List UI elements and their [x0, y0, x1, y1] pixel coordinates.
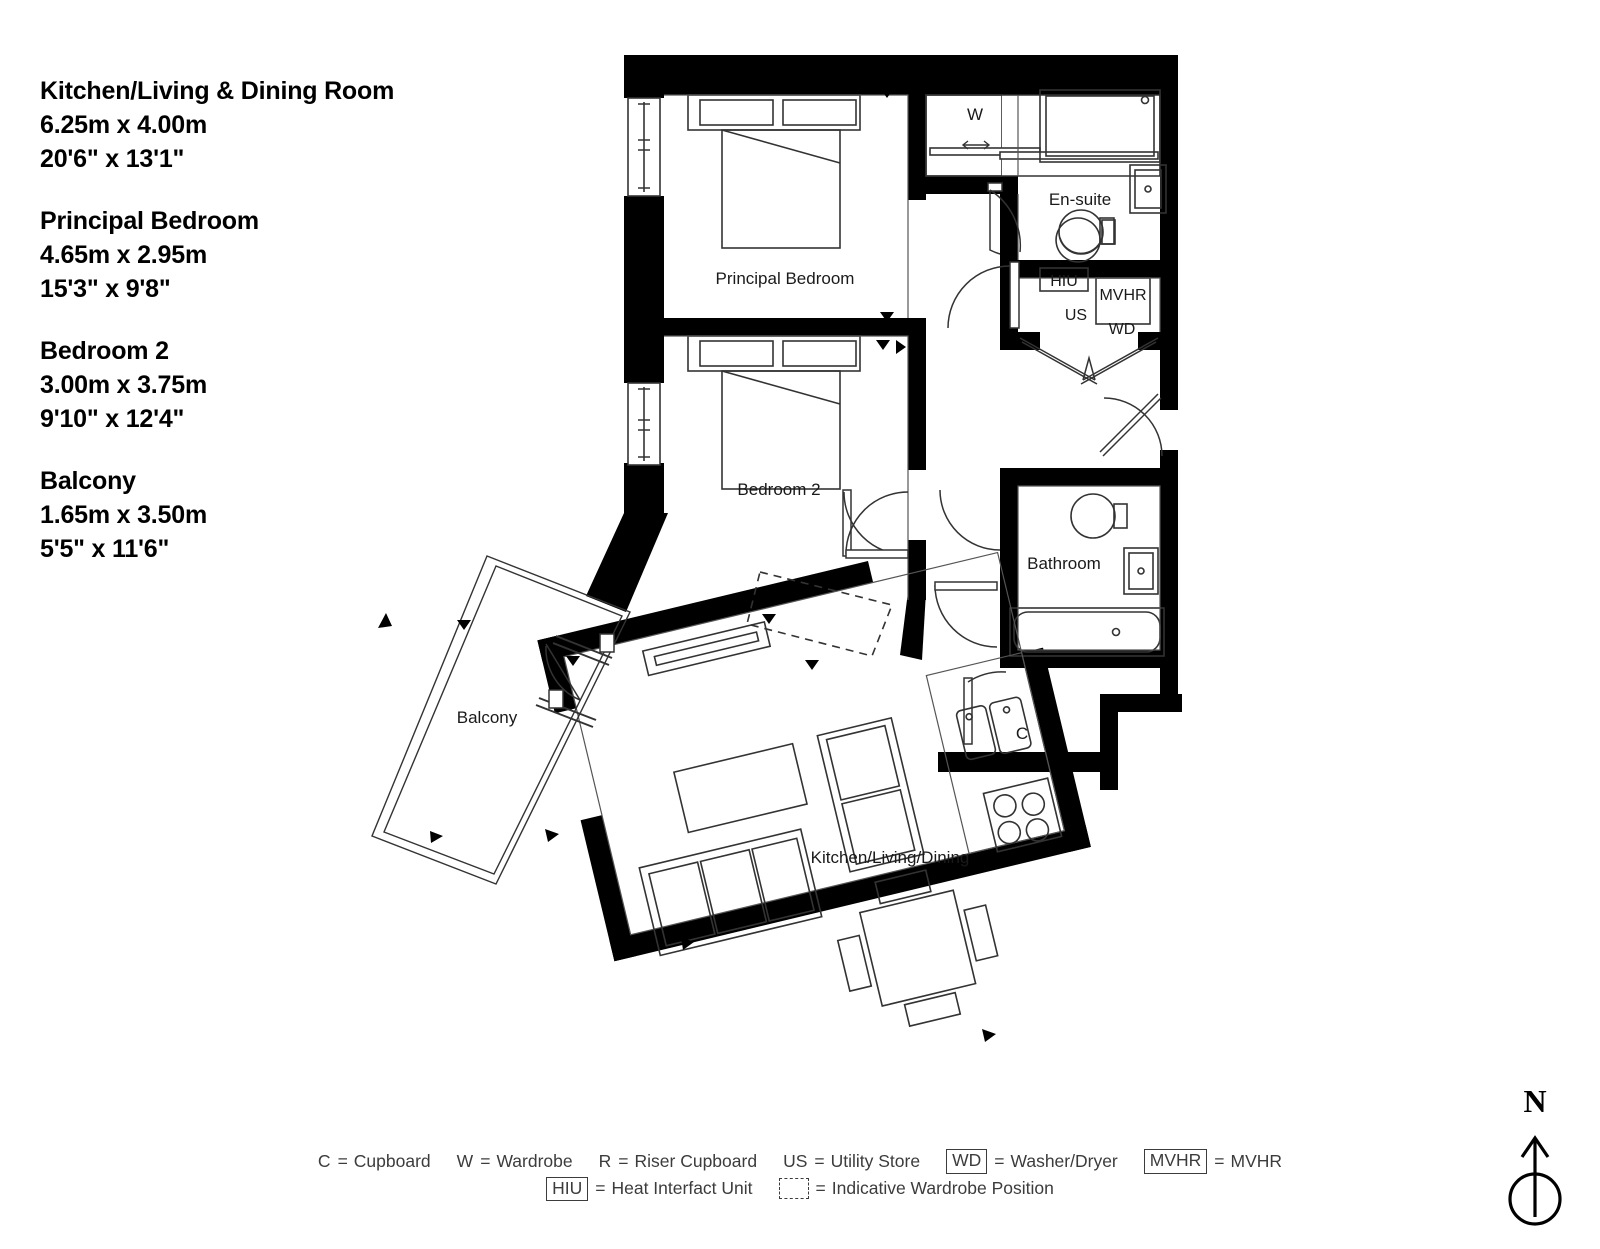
label-wd: WD [1109, 321, 1136, 338]
legend-equals: = [1214, 1151, 1225, 1171]
legend-equals: = [595, 1178, 606, 1199]
legend-equals: = [618, 1151, 629, 1171]
legend-item-utility-store: US = Utility Store [783, 1148, 920, 1175]
legend-row-2: HIU = Heat Interfact Unit = Indicative W… [0, 1175, 1600, 1202]
schedule-entry: Kitchen/Living & Dining Room 6.25m x 4.0… [40, 74, 470, 176]
living-room-contents [563, 551, 1066, 1028]
label-hiu: HIU [1050, 273, 1078, 290]
window-principal-bedroom [627, 97, 661, 197]
wardrobe-slide-arrow [961, 140, 991, 150]
legend-value: Washer/Dryer [1010, 1151, 1118, 1171]
principal-bedroom-bed [687, 94, 861, 249]
legend-key: R [598, 1151, 612, 1171]
ensuite-fittings [1039, 89, 1167, 263]
legend-key-boxed: MVHR [1143, 1149, 1208, 1174]
bathroom-fittings [1009, 493, 1165, 657]
schedule-room-metric: 3.00m x 3.75m [40, 371, 207, 399]
legend-value: Wardrobe [496, 1151, 573, 1171]
legend-value: Indicative Wardrobe Position [831, 1178, 1054, 1199]
legend-equals: = [815, 1178, 826, 1199]
schedule-room-metric: 4.65m x 2.95m [40, 241, 207, 269]
label-balcony: Balcony [457, 708, 518, 727]
label-kitchen-living-dining: Kitchen/Living/Dining [811, 848, 970, 867]
legend-item-cupboard: C = Cupboard [318, 1148, 431, 1175]
legend-item-washer-dryer: WD = Washer/Dryer [946, 1148, 1118, 1175]
legend-value: MVHR [1230, 1151, 1283, 1171]
legend-equals: = [337, 1151, 348, 1171]
legend-equals: = [814, 1151, 825, 1171]
indicative-wardrobe-dashed [746, 571, 894, 657]
legend-key-boxed: HIU [546, 1176, 589, 1201]
schedule-room-imperial: 15'3" x 9'8" [40, 275, 171, 303]
legend-item-hiu: HIU = Heat Interfact Unit [546, 1175, 753, 1202]
north-arrow-icon [1508, 1135, 1562, 1226]
label-bedroom-2: Bedroom 2 [737, 480, 820, 499]
legend-value: Cupboard [353, 1151, 431, 1171]
legend-value: Utility Store [830, 1151, 921, 1171]
legend-value: Riser Cupboard [634, 1151, 758, 1171]
schedule-room-name: Bedroom 2 [40, 337, 169, 365]
schedule-entry: Principal Bedroom 4.65m x 2.95m 15'3" x … [40, 204, 470, 306]
dashed-box-icon [778, 1178, 809, 1200]
compass-label: N [1523, 1083, 1547, 1119]
schedule-room-imperial: 5'5" x 11'6" [40, 535, 170, 563]
wall-direction-arrows [378, 88, 996, 1042]
label-us: US [1065, 307, 1087, 324]
window-bedroom-2 [627, 382, 661, 466]
schedule-room-name: Kitchen/Living & Dining Room [40, 77, 395, 105]
legend-key: US [783, 1151, 808, 1171]
north-compass: N [1480, 1085, 1590, 1235]
legend-equals: = [994, 1151, 1005, 1171]
legend-row-1: C = Cupboard W = Wardrobe R = Riser Cupb… [0, 1148, 1600, 1175]
schedule-room-name: Balcony [40, 467, 136, 495]
balcony-outline [371, 555, 631, 885]
wardrobe-principal [925, 94, 1161, 177]
label-principal-bedroom: Principal Bedroom [716, 269, 855, 288]
room-schedule: Kitchen/Living & Dining Room 6.25m x 4.0… [40, 74, 470, 594]
balcony-doors [535, 633, 615, 728]
label-cupboard: C [1016, 724, 1028, 743]
door-swings [842, 182, 1163, 745]
label-bathroom: Bathroom [1027, 554, 1101, 573]
bedroom-2-bed [687, 335, 861, 490]
label-en-suite: En-suite [1049, 190, 1111, 209]
schedule-room-imperial: 20'6" x 13'1" [40, 145, 185, 173]
legend-key: C [317, 1151, 331, 1171]
legend-value: Heat Interfact Unit [611, 1178, 753, 1199]
legend-key: W [456, 1151, 474, 1171]
plan-labels: Principal Bedroom Bedroom 2 En-suite Bat… [457, 105, 1147, 867]
legend: C = Cupboard W = Wardrobe R = Riser Cupb… [0, 1148, 1600, 1202]
walls [537, 55, 1182, 962]
plan-linework [371, 88, 1167, 1042]
schedule-room-metric: 6.25m x 4.00m [40, 111, 207, 139]
schedule-room-imperial: 9'10" x 12'4" [40, 405, 185, 433]
schedule-room-name: Principal Bedroom [40, 207, 259, 235]
schedule-entry: Bedroom 2 3.00m x 3.75m 9'10" x 12'4" [40, 334, 470, 436]
label-mvhr: MVHR [1099, 287, 1146, 304]
legend-item-mvhr: MVHR = MVHR [1143, 1148, 1283, 1175]
legend-key-boxed: WD [946, 1149, 988, 1174]
schedule-entry: Balcony 1.65m x 3.50m 5'5" x 11'6" [40, 464, 470, 566]
legend-item-indicative-wardrobe: = Indicative Wardrobe Position [778, 1175, 1054, 1202]
legend-item-wardrobe: W = Wardrobe [457, 1148, 573, 1175]
legend-equals: = [480, 1151, 491, 1171]
schedule-room-metric: 1.65m x 3.50m [40, 501, 207, 529]
legend-item-riser-cupboard: R = Riser Cupboard [599, 1148, 757, 1175]
label-wardrobe: W [967, 105, 983, 124]
